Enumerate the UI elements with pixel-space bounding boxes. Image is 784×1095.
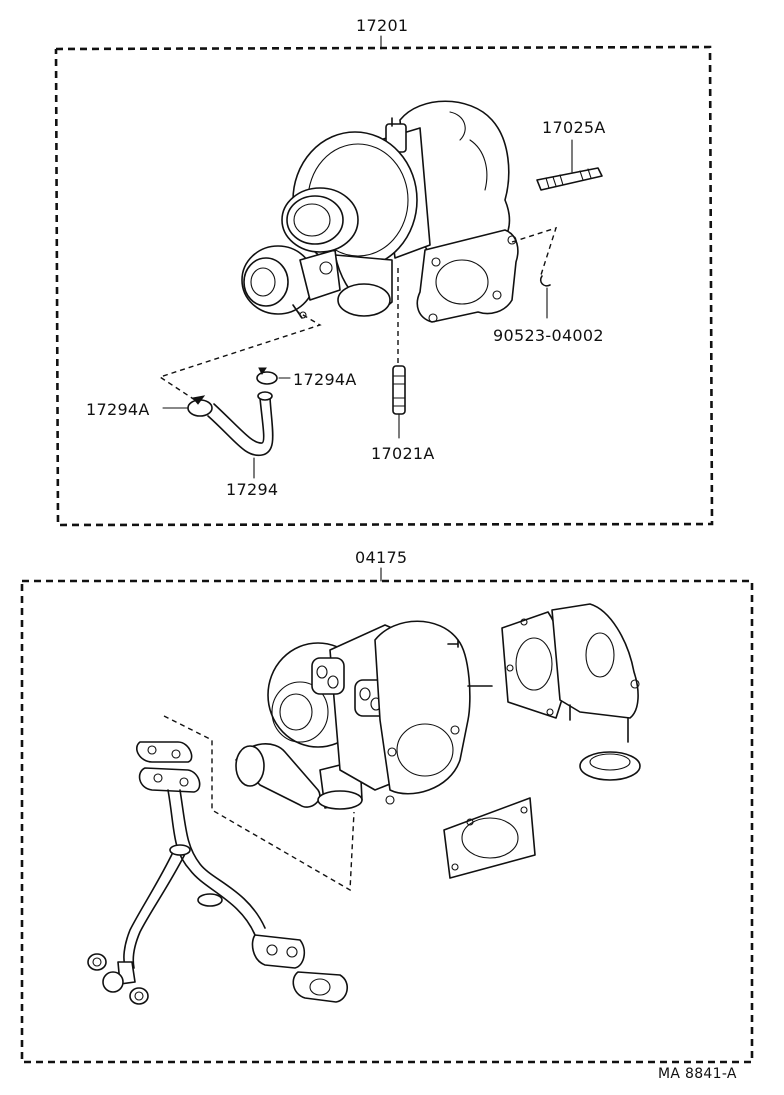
turbocharger-bottom-illustration [235,620,493,810]
stud-lower [392,365,406,439]
label-part-stud-upper: 17025A [542,118,606,137]
label-part-hose-clamp-right: 17294A [293,370,357,389]
bottom-assembly-frame [20,567,754,1064]
oil-line-gaskets [136,715,355,892]
top-assembly-frame [54,35,714,527]
washers [87,953,348,1005]
label-part-stud-lower: 17021A [371,444,435,463]
hose-clamp-left [162,395,213,417]
flange-gasket [443,797,536,879]
hose [207,391,274,479]
label-part-clip-right: 90523-04002 [493,326,604,345]
clip-right [511,226,558,319]
turbocharger-illustration [241,100,519,365]
label-part-bottom-assembly: 04175 [355,548,408,567]
label-part-hose: 17294 [226,480,279,499]
stud-upper [536,139,603,191]
hose-clamp-right [256,367,291,385]
label-part-hose-clamp-left: 17294A [86,400,150,419]
footer-code: MA 8841-A [658,1066,737,1082]
oil-pipe [117,789,306,985]
label-part-top-assembly: 17201 [356,16,409,35]
seal-ring [579,751,641,781]
hose-leader-line [158,311,322,401]
exhaust-elbow [501,603,640,743]
